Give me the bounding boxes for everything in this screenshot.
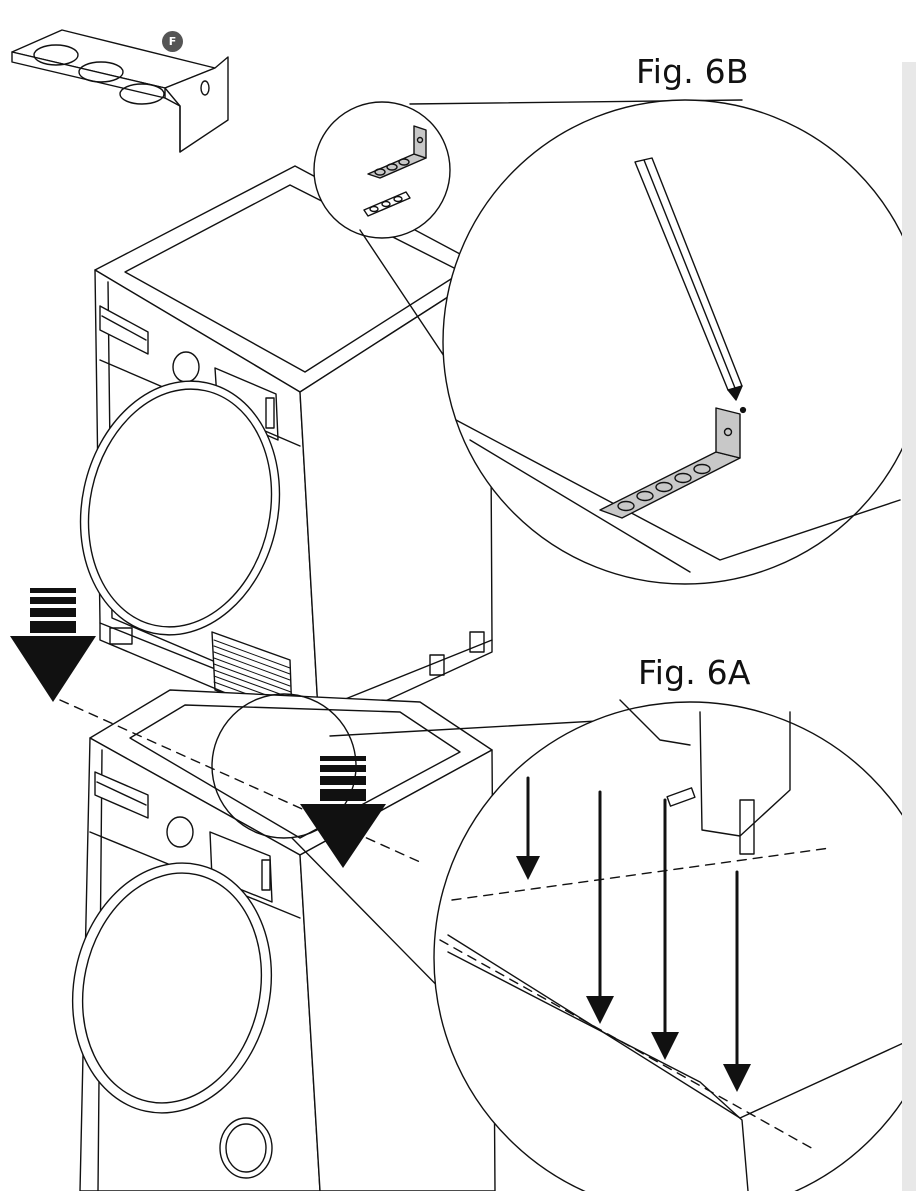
magnifier-6b-source xyxy=(313,101,451,239)
part-f-bracket xyxy=(11,29,229,153)
part-f-badge: F xyxy=(162,31,183,52)
dryer-unit xyxy=(79,165,493,737)
magnifier-6b xyxy=(442,99,916,585)
fig-6b-label: Fig. 6B xyxy=(636,52,749,91)
lowering-arrow-right xyxy=(300,756,386,868)
alignment-arrows xyxy=(526,776,739,1070)
washer-unit xyxy=(71,689,496,1191)
magnifier-6a xyxy=(433,699,916,1191)
lowering-arrow-left xyxy=(10,588,96,702)
page-side-margin xyxy=(902,62,916,1191)
fig-6a-label: Fig. 6A xyxy=(638,653,751,692)
